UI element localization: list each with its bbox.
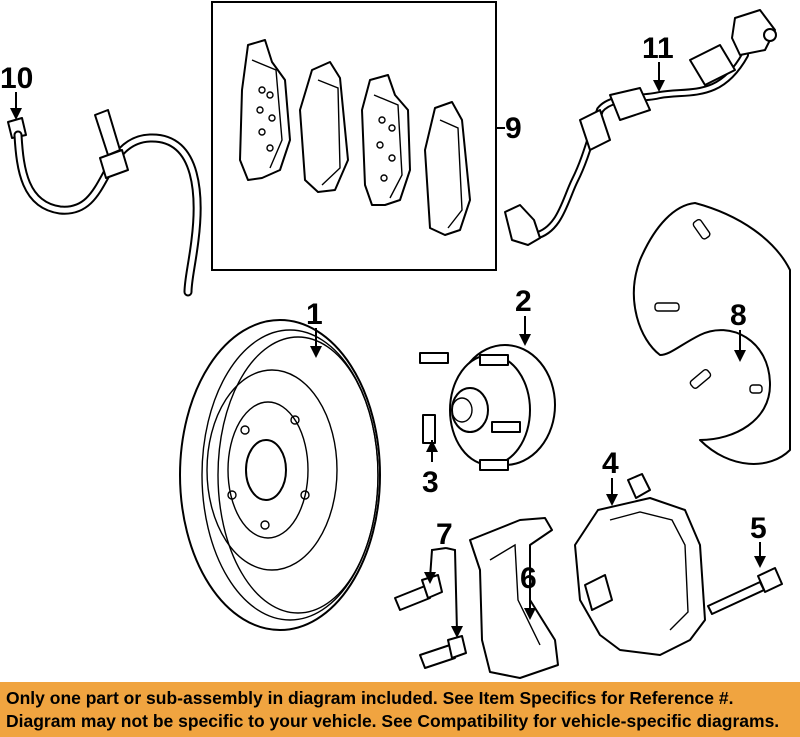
callout-6: 6: [520, 562, 537, 595]
brake-caliper-part-4: [574, 473, 706, 656]
callout-2: 2: [515, 285, 532, 318]
brake-pad-set-part-9: [211, 1, 505, 271]
wheel-hub-part-2: [419, 316, 556, 471]
splash-shield-part-8: [632, 202, 791, 465]
brake-hose-part-10: [7, 92, 202, 297]
callout-1: 1: [306, 298, 323, 331]
disclaimer-banner: Only one part or sub-assembly in diagram…: [0, 682, 800, 737]
wheel-stud-part-3: [422, 414, 438, 462]
callout-9: 9: [505, 112, 522, 145]
disclaimer-line-2: Diagram may not be specific to your vehi…: [6, 711, 780, 731]
callout-10: 10: [0, 62, 33, 95]
callout-5: 5: [750, 512, 767, 545]
callout-3: 3: [422, 466, 439, 499]
brake-parts-diagram: 1 2 3 4 5 6 7 8 9 10 11: [0, 1, 791, 679]
disclaimer-line-1: Only one part or sub-assembly in diagram…: [6, 688, 734, 708]
bracket-bolts-part-7: [394, 547, 467, 669]
brake-rotor-part-1: [179, 319, 381, 631]
caliper-bolt-part-5: [707, 542, 783, 615]
callout-11: 11: [642, 32, 674, 65]
caliper-bracket-part-6: [469, 517, 559, 679]
callout-7: 7: [436, 518, 453, 551]
callout-8: 8: [730, 299, 747, 332]
abs-sensor-part-11: [504, 9, 777, 246]
callout-4: 4: [602, 447, 619, 480]
